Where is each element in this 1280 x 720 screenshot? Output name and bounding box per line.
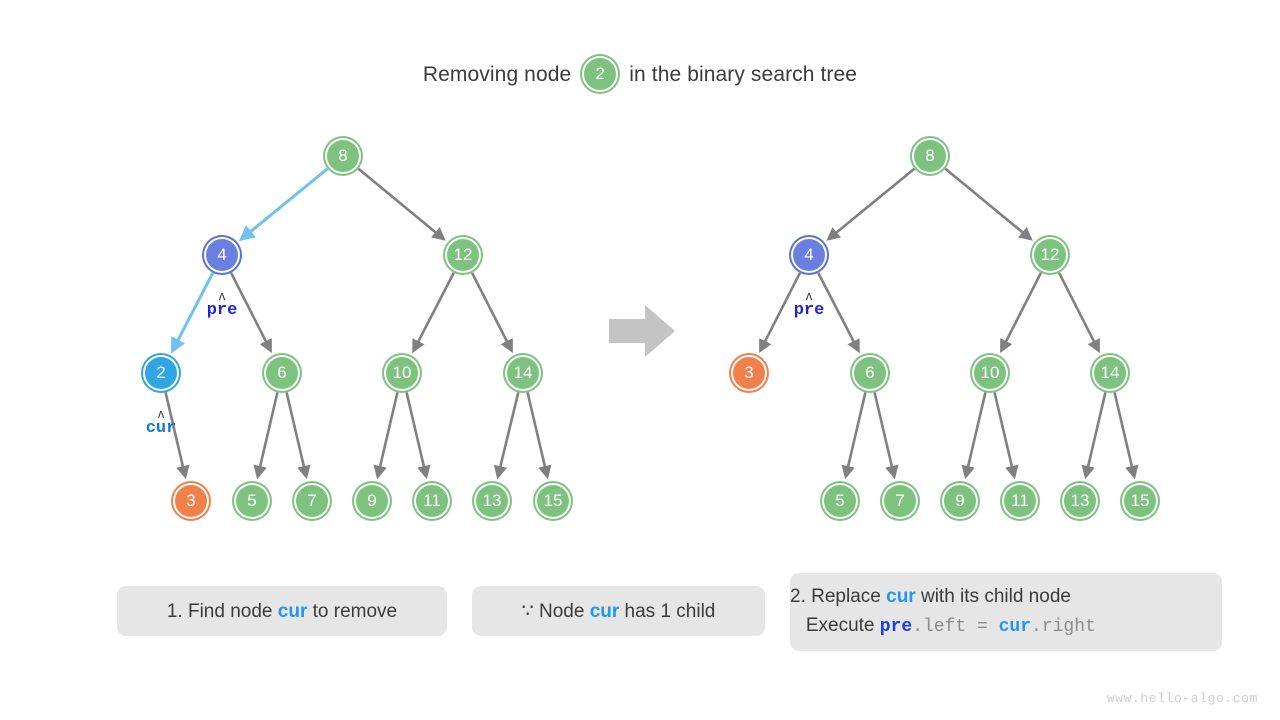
pointer-caret-icon: ʌ: [218, 288, 226, 303]
tree-node-15[interactable]: 15: [535, 483, 571, 519]
caption-keyword: .left =: [912, 617, 999, 637]
caption-text: 1. Find node: [166, 600, 278, 622]
tree-edge: [253, 392, 279, 480]
tree-node-10[interactable]: 10: [972, 355, 1008, 391]
caption-one-child: ∵ Node cur has 1 child: [472, 586, 765, 636]
tree-edge: [412, 272, 455, 354]
tree-edge: [357, 167, 446, 241]
caption-keyword: cur: [886, 586, 916, 607]
tree-edge: [493, 392, 520, 480]
tree-node-2[interactable]: 2: [143, 355, 179, 391]
caption-keyword: cur: [277, 600, 308, 622]
pointer-text: pre: [793, 301, 825, 320]
tree-edge: [826, 167, 916, 241]
caption-keyword: cur: [589, 600, 620, 622]
tree-edge: [470, 272, 513, 354]
tree-node-5[interactable]: 5: [234, 483, 270, 519]
title-inline-node: 2: [582, 56, 619, 92]
tree-node-3[interactable]: 3: [731, 355, 767, 391]
tree-edge: [238, 167, 329, 242]
caption-keyword: pre: [879, 617, 913, 637]
tree-node-13[interactable]: 13: [474, 483, 510, 519]
page-title: Removing node 2 in the binary search tree: [0, 56, 1280, 93]
caption-text: ∵ Node: [521, 600, 590, 622]
tree-edge: [285, 392, 311, 480]
tree-node-12[interactable]: 12: [445, 237, 481, 273]
tree-edge: [1081, 392, 1107, 480]
caption-text: to remove: [307, 600, 398, 622]
tree-node-4[interactable]: 4: [791, 237, 827, 273]
title-text-before: Removing node: [422, 63, 572, 86]
tree-edge: [841, 392, 867, 480]
tree-node-12[interactable]: 12: [1032, 237, 1068, 273]
tree-edge: [1113, 392, 1139, 480]
caption-line: 2. Replace cur with its child node: [790, 582, 1071, 611]
title-text-after: in the binary search tree: [629, 63, 858, 86]
caption-text: Execute: [790, 615, 880, 636]
tree-node-10[interactable]: 10: [384, 355, 420, 391]
tree-node-8[interactable]: 8: [325, 138, 361, 174]
caption-find-node: 1. Find node cur to remove: [117, 586, 447, 636]
tree-edge: [993, 392, 1019, 480]
caption-text: has 1 child: [619, 600, 716, 622]
pointer-text: cur: [145, 419, 177, 438]
tree-edge: [961, 392, 987, 480]
caption-keyword: cur: [998, 617, 1032, 637]
tree-edge: [526, 392, 552, 480]
tree-node-4[interactable]: 4: [204, 237, 240, 273]
caption-line: Execute pre.left = cur.right: [790, 611, 1096, 642]
pointer-text: pre: [206, 301, 238, 320]
caption-replace-node: 2. Replace cur with its child node Execu…: [790, 573, 1222, 651]
watermark: www.hello-algo.com: [1106, 691, 1258, 706]
tree-node-9[interactable]: 9: [354, 483, 390, 519]
tree-node-6[interactable]: 6: [264, 355, 300, 391]
tree-node-13[interactable]: 13: [1062, 483, 1098, 519]
tree-node-7[interactable]: 7: [294, 483, 330, 519]
tree-edge: [944, 167, 1033, 241]
tree-edge: [1057, 272, 1100, 354]
caption-text: with its child node: [915, 586, 1071, 607]
tree-node-5[interactable]: 5: [822, 483, 858, 519]
caption-keyword: .right: [1031, 617, 1096, 637]
tree-node-14[interactable]: 14: [1092, 355, 1128, 391]
tree-node-9[interactable]: 9: [942, 483, 978, 519]
tree-edge: [373, 392, 399, 480]
caption-line: ∵ Node cur has 1 child: [522, 597, 716, 626]
transition-arrow: [609, 305, 675, 357]
tree-edge: [405, 392, 431, 480]
caption-line: 1. Find node cur to remove: [167, 597, 397, 626]
tree-node-15[interactable]: 15: [1122, 483, 1158, 519]
pointer-caret-icon: ʌ: [157, 406, 165, 421]
tree-node-11[interactable]: 11: [414, 483, 450, 519]
tree-edge: [1000, 272, 1043, 354]
tree-node-7[interactable]: 7: [882, 483, 918, 519]
tree-node-3[interactable]: 3: [173, 483, 209, 519]
tree-node-6[interactable]: 6: [852, 355, 888, 391]
tree-node-11[interactable]: 11: [1002, 483, 1038, 519]
tree-edge: [873, 392, 899, 480]
caption-text: 2. Replace: [790, 586, 887, 607]
tree-node-8[interactable]: 8: [912, 138, 948, 174]
pointer-caret-icon: ʌ: [805, 288, 813, 303]
tree-node-14[interactable]: 14: [505, 355, 541, 391]
